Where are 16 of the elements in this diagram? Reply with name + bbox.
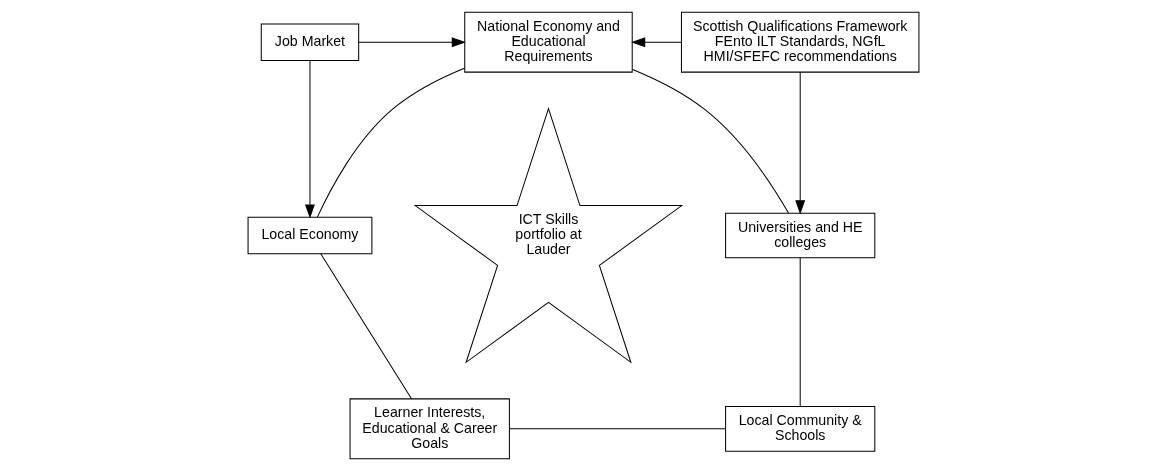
- connector: [799, 257, 801, 407]
- connector: [631, 68, 789, 214]
- node-box: Local Community & Schools: [724, 405, 875, 452]
- arrow: [630, 37, 682, 48]
- arrow: [794, 71, 805, 215]
- node-box: Scottish Qualifications Framework FEnto ILT Standards, NGfL HMI/SFEFC recommendations: [680, 11, 919, 73]
- node-box: Learner Interests, Educational & Career Goals: [349, 398, 510, 460]
- connector: [508, 428, 726, 430]
- node-box: Local Economy: [247, 216, 372, 255]
- connector: [319, 253, 412, 400]
- node-box: National Economy and Educational Requirements: [463, 11, 633, 73]
- arrow: [357, 37, 466, 48]
- connector: [316, 67, 465, 218]
- arrow: [304, 60, 315, 219]
- node-box: Job Market: [260, 23, 359, 61]
- node-box: Universities and HE colleges: [724, 212, 875, 259]
